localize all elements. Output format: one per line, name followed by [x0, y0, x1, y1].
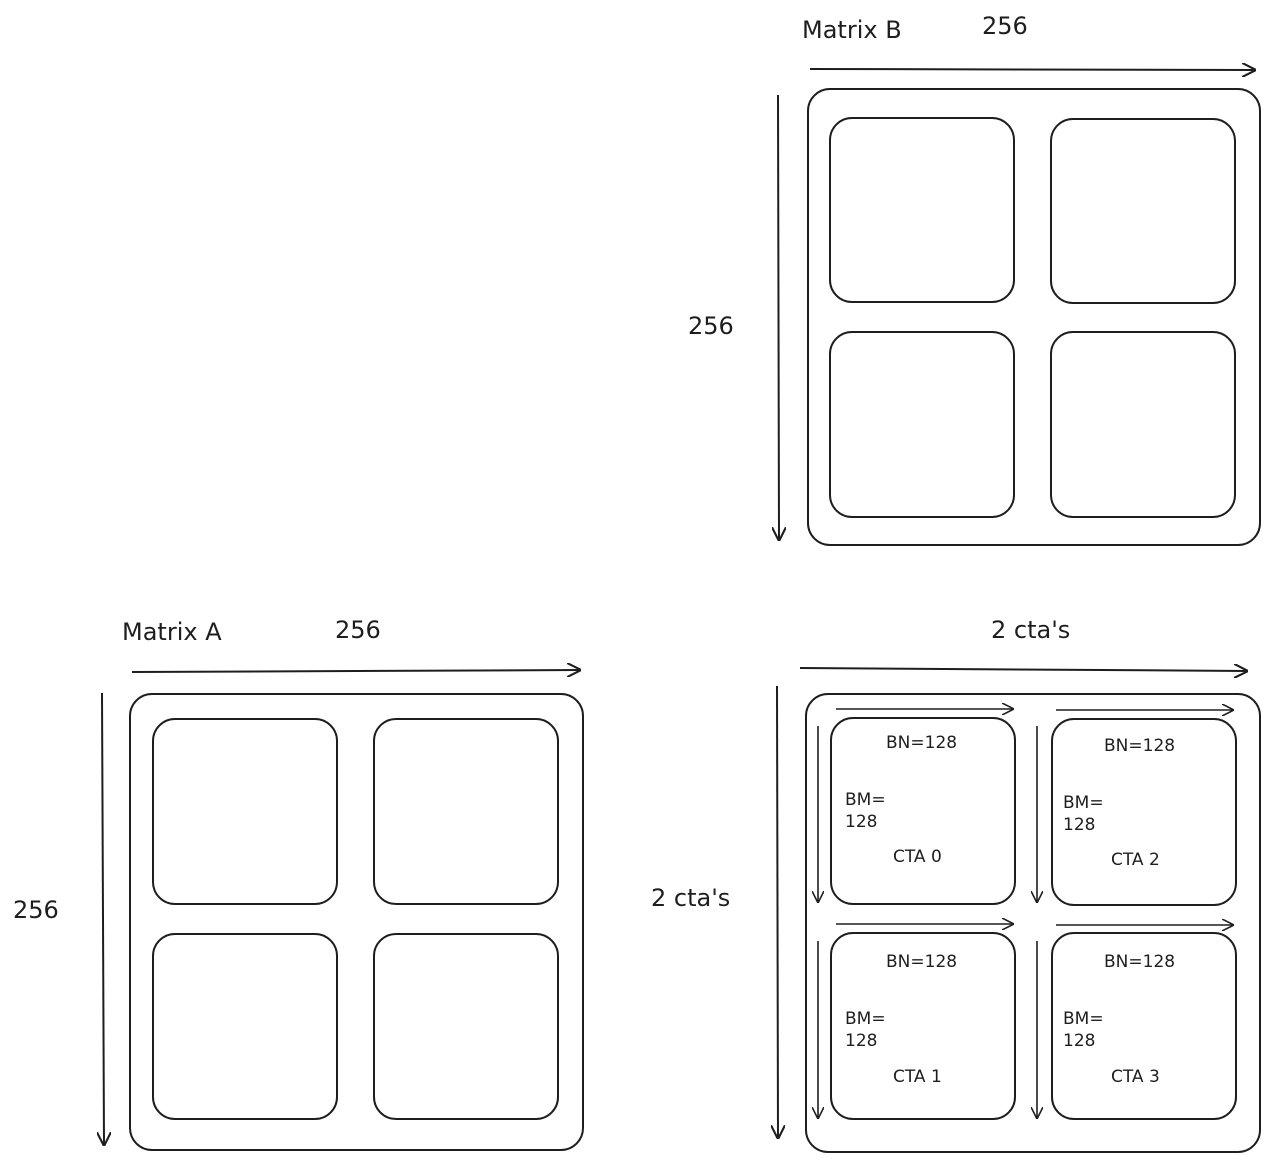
cta0-label: CTA 0	[893, 847, 942, 867]
cta2-bn-label: BN=128	[1104, 736, 1176, 756]
cta1-bm-label: BM=	[845, 1009, 886, 1029]
cta1-label: CTA 1	[893, 1067, 942, 1087]
matrix-a-tile	[152, 718, 338, 905]
matrix-a-width-label: 256	[335, 616, 381, 644]
cta0-bm-value: 128	[845, 812, 878, 832]
matrix-b-outline	[807, 88, 1261, 546]
matrix-a	[102, 670, 584, 1151]
matrix-a-tile	[152, 933, 338, 1120]
cta3-label: CTA 3	[1111, 1067, 1160, 1087]
matrix-a-tile	[373, 718, 559, 905]
output-outline	[805, 693, 1261, 1153]
matrix-b-height-label: 256	[688, 312, 734, 340]
matrix-a-height-label: 256	[13, 896, 59, 924]
cta3-bn-label: BN=128	[1104, 952, 1176, 972]
cta3-bm-value: 128	[1063, 1031, 1096, 1051]
matrix-a-width-arrow	[131, 670, 580, 672]
cta0-bn-label: BN=128	[886, 733, 958, 753]
output-cols-label: 2 cta's	[991, 616, 1071, 644]
cta-tile	[830, 717, 1016, 905]
output-rows-arrow	[777, 685, 778, 1138]
matrix-a-outline	[129, 693, 584, 1151]
matrix-a-title: Matrix A	[122, 618, 222, 646]
matrix-b-tile	[1050, 331, 1236, 518]
matrix-b-tile	[1050, 118, 1236, 304]
matrix-b-tile	[829, 331, 1015, 518]
matrix-b-width-label: 256	[982, 12, 1028, 40]
matrix-b-tile	[829, 117, 1015, 303]
matrix-b-title: Matrix B	[802, 16, 902, 44]
matrix-b-width-arrow	[809, 69, 1255, 70]
cta2-bm-label: BM=	[1063, 793, 1104, 813]
matrix-a-tile	[373, 933, 559, 1120]
cta-tile	[1051, 932, 1237, 1120]
cta1-bm-value: 128	[845, 1031, 878, 1051]
cta-tile	[1051, 718, 1237, 906]
matrix-b-height-arrow	[778, 94, 779, 540]
tile-arrows	[818, 709, 1233, 1118]
cta0-bm-label: BM=	[845, 790, 886, 810]
output-cols-arrow	[799, 668, 1247, 671]
cta3-bm-label: BM=	[1063, 1009, 1104, 1029]
output-grid	[777, 668, 1261, 1153]
cta-tile	[830, 932, 1016, 1120]
cta1-bn-label: BN=128	[886, 952, 958, 972]
output-rows-label: 2 cta's	[651, 884, 731, 912]
cta2-bm-value: 128	[1063, 815, 1096, 835]
matrix-b	[778, 69, 1261, 546]
cta2-label: CTA 2	[1111, 850, 1160, 870]
matrix-a-height-arrow	[102, 692, 104, 1145]
